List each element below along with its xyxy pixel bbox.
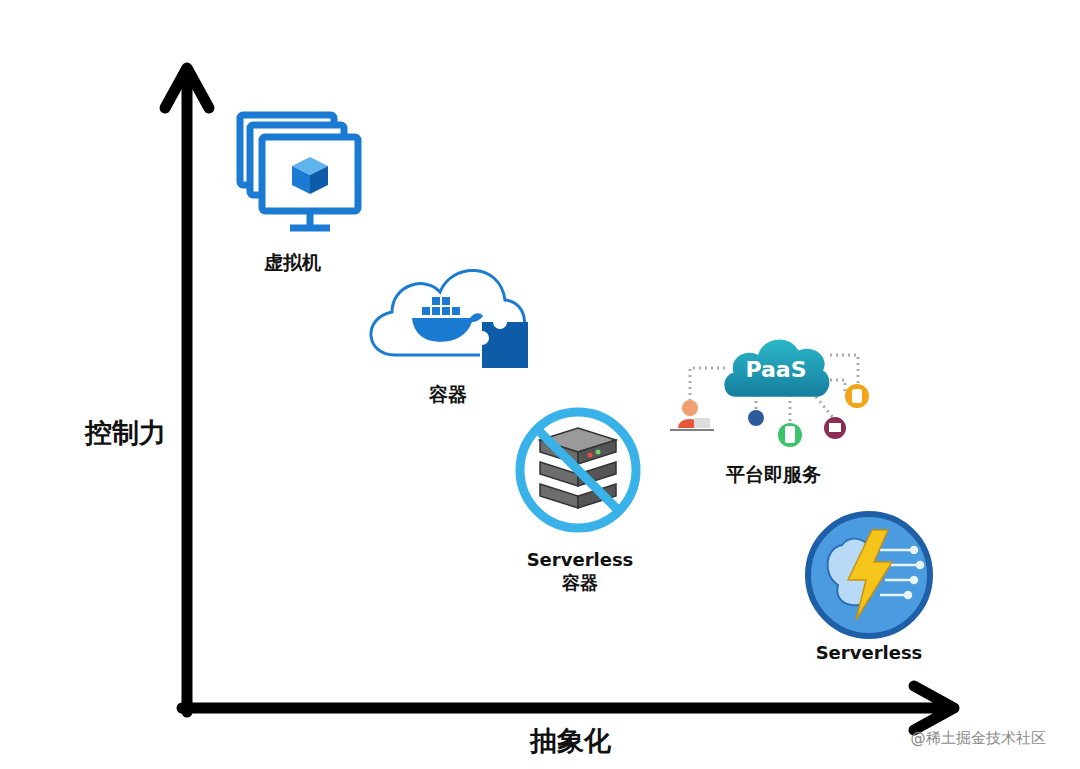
item-label: 虚拟机 (264, 251, 321, 275)
vm-icon (240, 115, 358, 228)
paas-cloud: PaaS (720, 333, 832, 399)
serverless-icon (808, 514, 930, 636)
axes (165, 68, 954, 730)
axis-title: 抽象化 (530, 724, 611, 758)
paas-network (670, 355, 869, 447)
item-label: Serverless 容器 (524, 549, 636, 594)
node-text: PaaS (745, 357, 806, 382)
watermark: @稀土掘金技术社区 (911, 729, 1046, 748)
axis-title: 控制力 (85, 416, 166, 450)
item-label: Serverless (816, 642, 923, 665)
serverless-container-icon (520, 412, 636, 528)
item-label: 平台即服务 (726, 463, 821, 487)
container-icon (371, 270, 528, 368)
item-label: 容器 (429, 383, 467, 407)
